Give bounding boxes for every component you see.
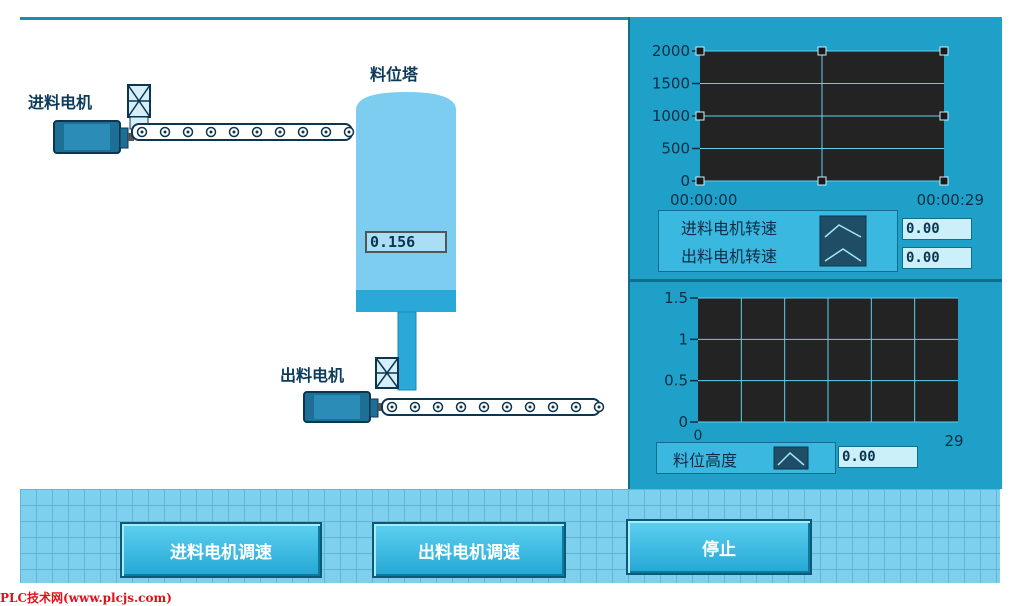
cursor-handle [817, 176, 827, 186]
feed-motor-label: 进料电机 [28, 93, 93, 112]
feed-motor-icon [53, 120, 134, 154]
feed-speed-value: 0.00 [902, 218, 972, 240]
roller-hub [347, 130, 351, 134]
cursor-handle [939, 46, 949, 56]
feed-conveyor [131, 123, 355, 141]
roller-hub [324, 130, 328, 134]
legend-discharge-speed-label: 出料电机转速 [681, 247, 778, 266]
roller-hub [597, 405, 601, 409]
watermark-text: PLC技术网(www.plcjs.com) [0, 591, 172, 605]
level-y-tick-label: 1 [678, 330, 688, 348]
speed-legend: 进料电机转速 出料电机转速 [658, 210, 898, 272]
discharge-motor-icon [303, 391, 384, 423]
feed-motor-speed-button[interactable]: 进料电机调速 [120, 522, 322, 578]
roller-hub [413, 405, 417, 409]
discharge-conveyor [381, 398, 605, 416]
roller-hub [140, 130, 144, 134]
roller-hub [163, 130, 167, 134]
speed-y-tick-label: 500 [661, 140, 690, 158]
level-chart-plot: 1.5 1 0.5 00 29 [664, 289, 963, 450]
speed-y-tick-label: 2000 [652, 42, 690, 60]
speed-chart-plot: 2000 1500 1000 500 000:00:00 00:00:29 [652, 42, 984, 209]
discharge-hopper-icon [375, 357, 399, 389]
control-panel: 进料电机调速 出料电机调速 停止 [20, 489, 1000, 583]
cursor-handle [939, 176, 949, 186]
cursor-handle [695, 46, 705, 56]
legend-feed-speed-label: 进料电机转速 [681, 219, 778, 238]
legend-level-plot-icon [773, 446, 809, 470]
cursor-handle [695, 176, 705, 186]
level-legend: 料位高度 [656, 442, 836, 474]
tower-label: 料位塔 [370, 65, 419, 84]
roller-hub [574, 405, 578, 409]
panel-divider [630, 279, 1002, 282]
roller-hub [255, 130, 259, 134]
legend-level-label: 料位高度 [673, 451, 738, 470]
roller-hub [186, 130, 190, 134]
process-scene: 进料电机 料位塔 出料电机 [20, 17, 630, 492]
roller-hub [551, 405, 555, 409]
speed-x-end-label: 00:00:29 [917, 191, 984, 209]
speed-y-tick-label: 0 [680, 172, 690, 190]
roller-hub [390, 405, 394, 409]
cursor-handle [939, 111, 949, 121]
speed-y-tick-label: 1500 [652, 75, 690, 93]
level-x-end-label: 29 [944, 432, 963, 450]
roller-hub [209, 130, 213, 134]
cursor-handle [817, 46, 827, 56]
cursor-handle [695, 111, 705, 121]
speed-y-tick-label: 1000 [652, 107, 690, 125]
tower-level-display: 0.156 [365, 231, 447, 253]
roller-hub [436, 405, 440, 409]
level-y-tick-label: 1.5 [664, 289, 688, 307]
roller-hub [301, 130, 305, 134]
discharge-motor-speed-button[interactable]: 出料电机调速 [372, 522, 566, 578]
roller-hub [528, 405, 532, 409]
legend-plot-icon [819, 215, 867, 267]
discharge-motor-label: 出料电机 [280, 366, 345, 385]
discharge-speed-value: 0.00 [902, 247, 972, 269]
level-y-tick-label: 0.5 [664, 372, 688, 390]
level-y-tick-label: 0 [678, 413, 688, 431]
speed-x-start-label: 00:00:00 [670, 191, 737, 209]
stop-button[interactable]: 停止 [626, 519, 812, 575]
level-x-start-label: 0 [694, 428, 703, 444]
process-diagram [53, 84, 605, 423]
roller-hub [278, 130, 282, 134]
level-value: 0.00 [838, 446, 918, 468]
roller-hub [459, 405, 463, 409]
roller-hub [482, 405, 486, 409]
roller-hub [232, 130, 236, 134]
roller-hub [505, 405, 509, 409]
feed-hopper-icon [127, 84, 151, 130]
